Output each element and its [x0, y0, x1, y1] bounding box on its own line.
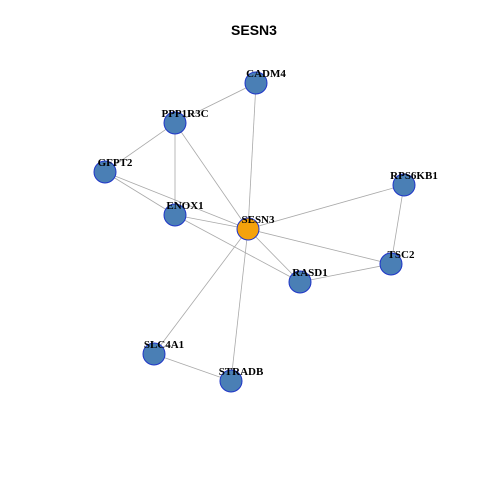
- edge-sesn3-stradb: [230, 228, 249, 382]
- diagram-title: SESN3: [231, 22, 277, 38]
- edge-cadm4-ppp1r3c: [174, 82, 257, 124]
- node-rps6kb1[interactable]: [392, 173, 416, 197]
- node-label-gfpt2: GFPT2: [98, 157, 133, 169]
- edge-slc4a1-stradb: [153, 353, 232, 382]
- edge-enox1-rasd1: [174, 214, 301, 283]
- node-slc4a1[interactable]: [142, 342, 166, 366]
- node-label-sesn3: SESN3: [241, 214, 275, 226]
- edge-sesn3-rasd1: [247, 228, 301, 283]
- edge-sesn3-enox1: [174, 214, 249, 230]
- node-ppp1r3c[interactable]: [163, 111, 187, 135]
- edge-gfpt2-enox1: [104, 171, 176, 216]
- node-gfpt2[interactable]: [93, 160, 117, 184]
- edge-sesn3-slc4a1: [153, 228, 249, 355]
- edge-sesn3-rps6kb1: [247, 184, 405, 230]
- edge-sesn3-gfpt2: [104, 171, 249, 230]
- node-label-stradb: STRADB: [219, 366, 264, 378]
- node-tsc2[interactable]: [379, 252, 403, 276]
- node-label-enox1: ENOX1: [166, 200, 203, 212]
- edge-sesn3-ppp1r3c: [174, 122, 249, 230]
- edge-tsc2-rasd1: [299, 263, 392, 283]
- node-stradb[interactable]: [219, 369, 243, 393]
- edges-layer: [104, 82, 405, 382]
- edge-ppp1r3c-gfpt2: [104, 122, 176, 173]
- node-label-tsc2: TSC2: [388, 249, 415, 261]
- node-cadm4[interactable]: [244, 71, 268, 95]
- node-label-ppp1r3c: PPP1R3C: [161, 108, 208, 120]
- node-sesn3[interactable]: [236, 217, 260, 241]
- nodes-layer: [93, 71, 416, 393]
- edge-sesn3-tsc2: [247, 228, 392, 265]
- node-label-slc4a1: SLC4A1: [144, 339, 184, 351]
- node-label-rps6kb1: RPS6KB1: [390, 170, 438, 182]
- node-label-cadm4: CADM4: [246, 68, 286, 80]
- edge-rps6kb1-tsc2: [390, 184, 405, 265]
- edge-sesn3-cadm4: [247, 82, 257, 230]
- node-enox1[interactable]: [163, 203, 187, 227]
- node-label-rasd1: RASD1: [292, 267, 327, 279]
- node-rasd1[interactable]: [288, 270, 312, 294]
